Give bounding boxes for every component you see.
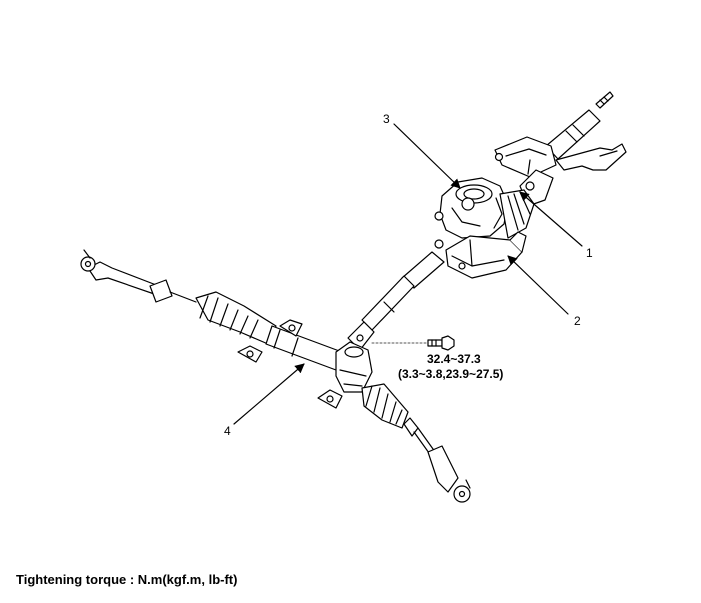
steering-column: [494, 91, 627, 207]
callout-1-leader: [519, 191, 583, 247]
yoke-bolt: [371, 335, 455, 351]
eps-ecu: [445, 231, 527, 279]
callout-4: 4: [224, 424, 231, 438]
intermediate-shaft: [345, 251, 445, 353]
callout-2: 2: [574, 314, 581, 328]
callout-3: 3: [383, 112, 390, 126]
callout-2-leader: [507, 255, 569, 315]
torque-conversions: (3.3~3.8,23.9~27.5): [398, 367, 504, 381]
torque-value: 32.4~37.3: [427, 352, 481, 366]
callout-1: 1: [586, 246, 593, 260]
tightening-torque-note: Tightening torque : N.m(kgf.m, lb-ft): [16, 572, 238, 587]
eps-motor-unit: [434, 177, 535, 249]
rack-and-pinion-gearbox: [80, 249, 471, 503]
callout-4-leader: [233, 363, 305, 425]
callout-3-leader: [393, 123, 461, 189]
